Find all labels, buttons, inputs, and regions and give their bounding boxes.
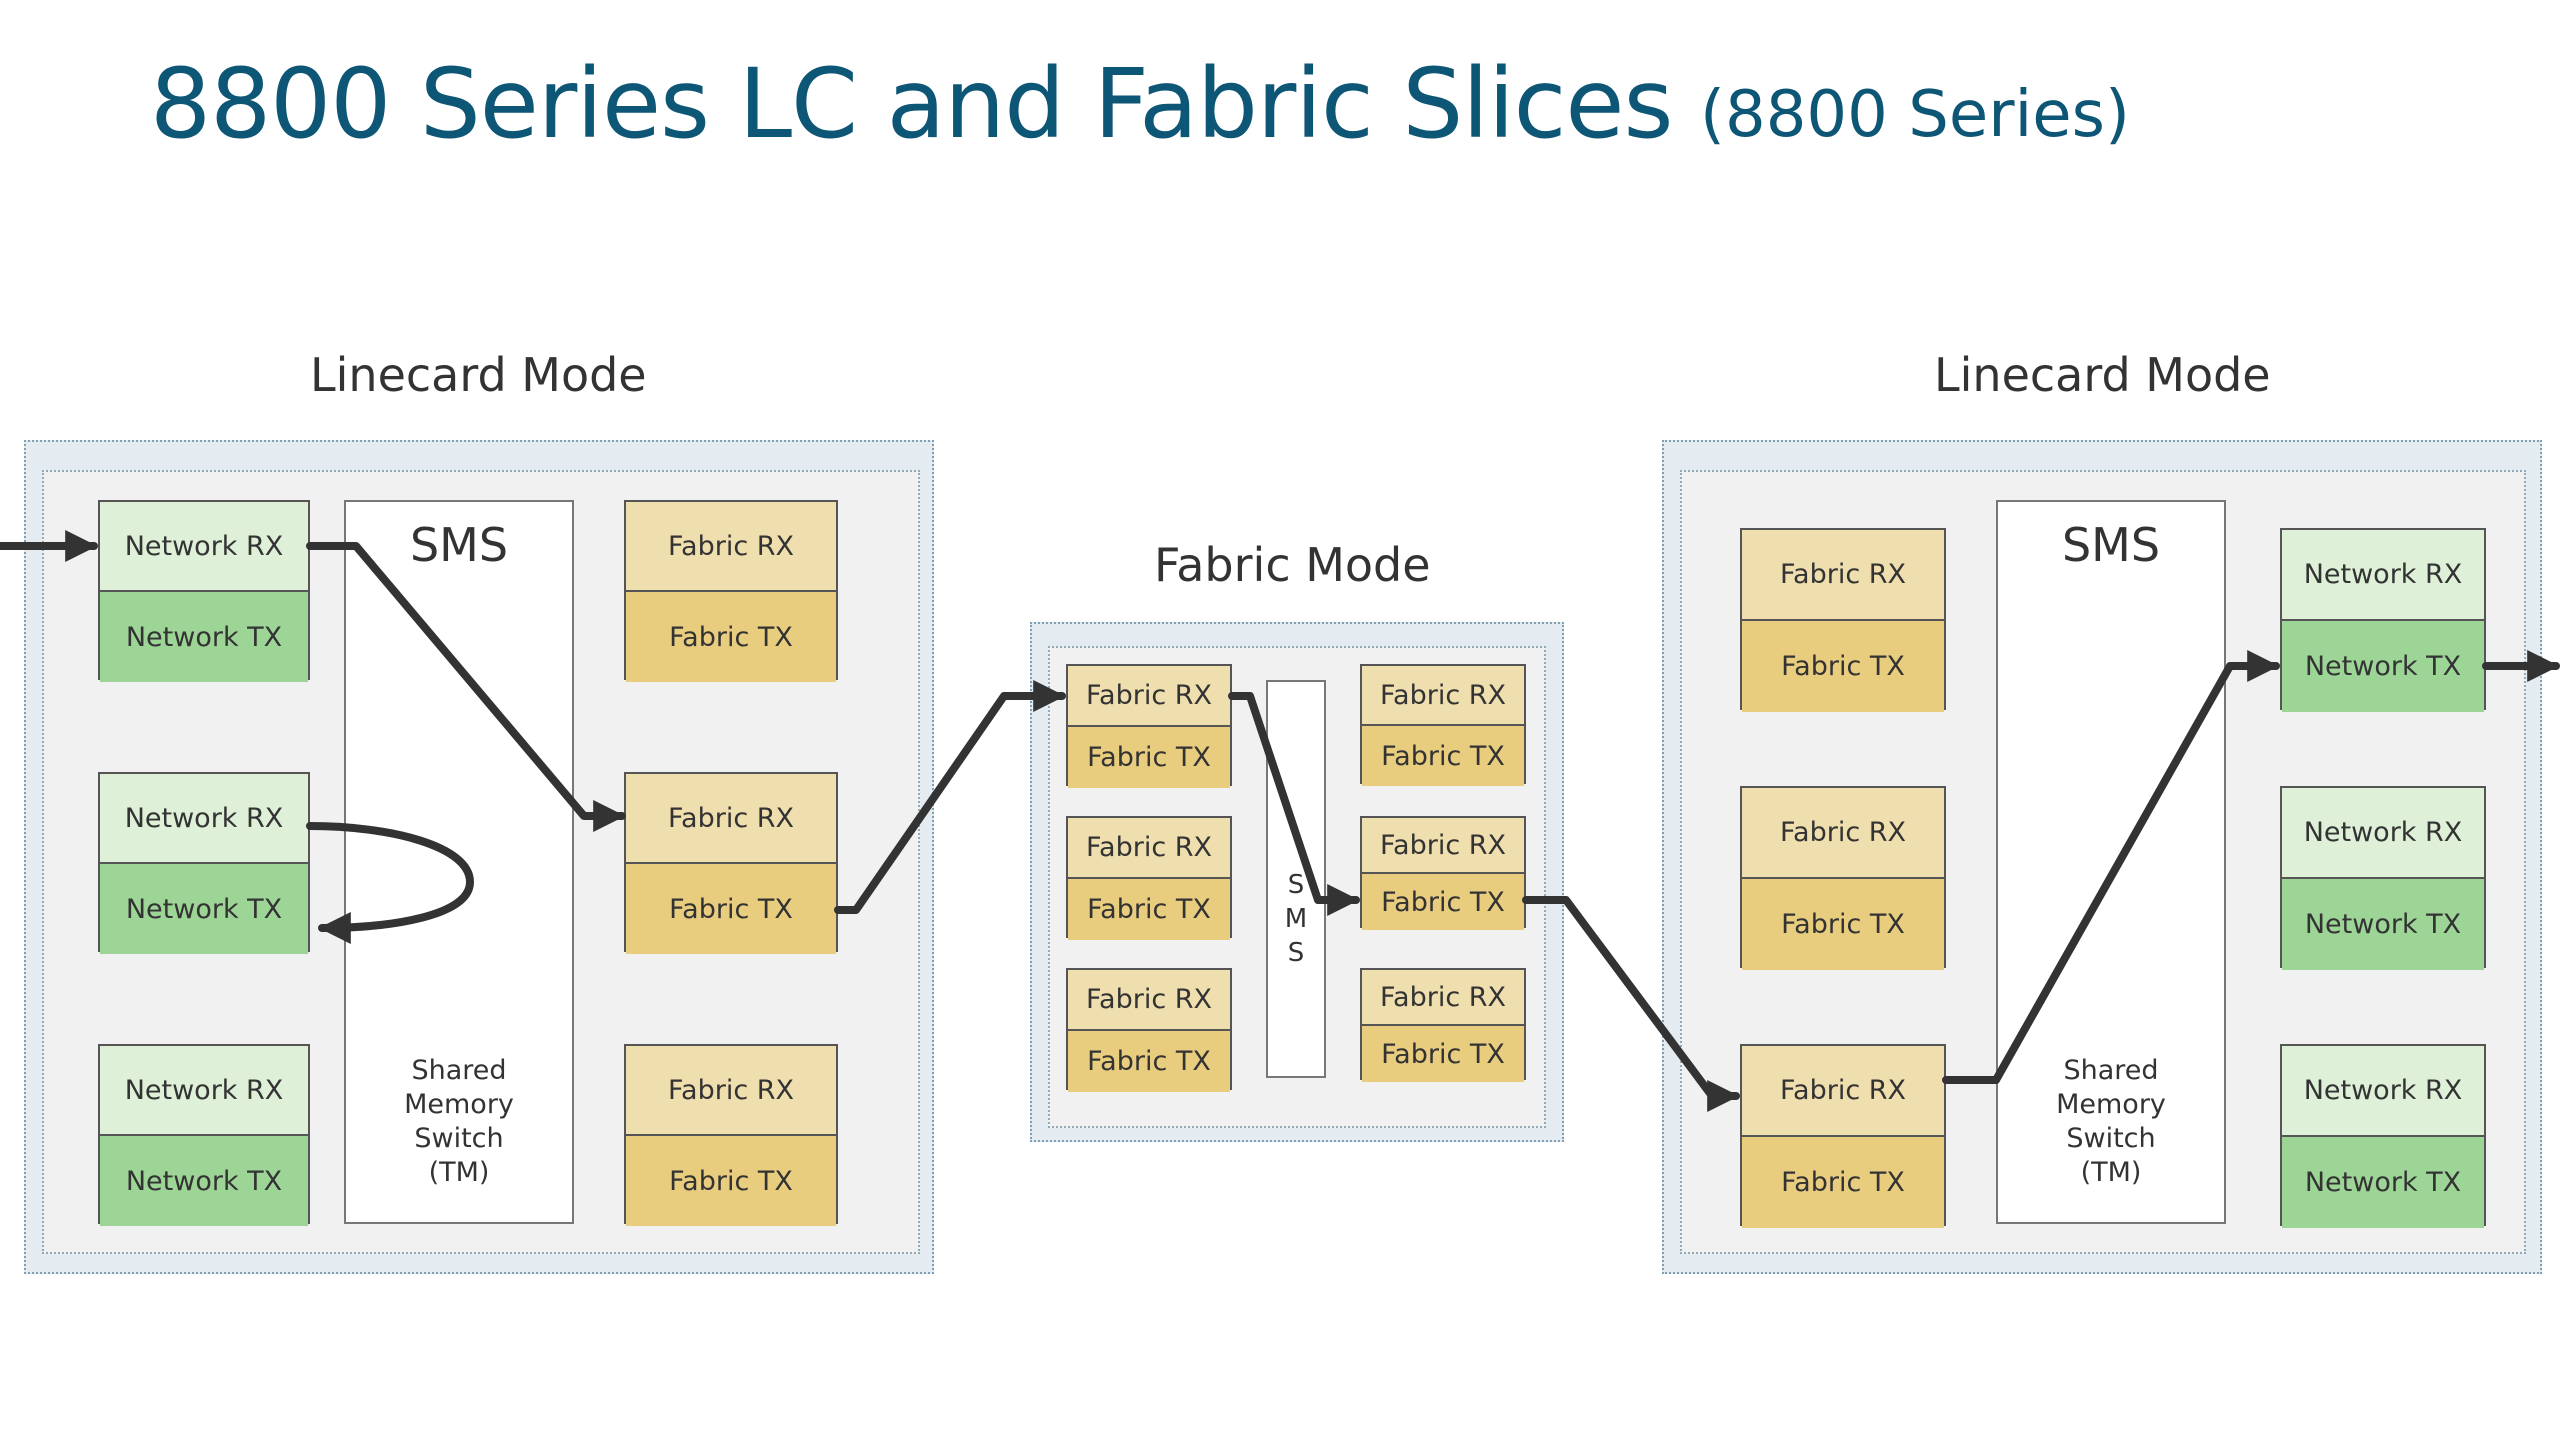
flow-fabric-card-to-linecard xyxy=(1522,896,1740,1112)
fabric-rx: Fabric RX xyxy=(1742,1046,1944,1137)
right-network-slot-1: Network RX Network TX xyxy=(2280,528,2486,712)
network-tx: Network TX xyxy=(2282,1137,2484,1228)
fabric-rx: Fabric RX xyxy=(1362,818,1524,874)
right-sms-label: SMS xyxy=(2061,518,2161,572)
fabric-tx: Fabric TX xyxy=(1742,1137,1944,1228)
fabric-rx: Fabric RX xyxy=(626,502,836,592)
network-tx: Network TX xyxy=(2282,621,2484,712)
flow-fabric-card-crossbar xyxy=(1228,692,1360,916)
fabric-tx: Fabric TX xyxy=(1068,1031,1230,1092)
middle-right-slot-3: Fabric RX Fabric TX xyxy=(1360,968,1526,1082)
fabric-rx: Fabric RX xyxy=(1742,788,1944,879)
right-fabric-slot-1: Fabric RX Fabric TX xyxy=(1740,528,1946,712)
left-fabric-slot-3: Fabric RX Fabric TX xyxy=(624,1044,838,1226)
fabric-tx: Fabric TX xyxy=(1362,726,1524,786)
network-rx: Network RX xyxy=(2282,1046,2484,1137)
middle-right-slot-1: Fabric RX Fabric TX xyxy=(1360,664,1526,786)
page-subtitle: (8800 Series) xyxy=(1700,78,2130,152)
left-fabric-slot-2: Fabric RX Fabric TX xyxy=(624,772,838,954)
flow-net-rx-to-fabric-rx xyxy=(306,542,626,832)
network-rx: Network RX xyxy=(100,1046,308,1136)
left-fabric-slot-1: Fabric RX Fabric TX xyxy=(624,500,838,682)
fabric-rx: Fabric RX xyxy=(1068,666,1230,727)
flow-fabric-tx-to-fabric-card xyxy=(834,680,1066,914)
network-tx: Network TX xyxy=(2282,879,2484,970)
middle-left-slot-1: Fabric RX Fabric TX xyxy=(1066,664,1232,788)
middle-mode-label: Fabric Mode xyxy=(1154,538,1431,592)
fabric-tx: Fabric TX xyxy=(626,864,836,954)
network-tx: Network TX xyxy=(100,1136,308,1226)
right-network-slot-3: Network RX Network TX xyxy=(2280,1044,2486,1228)
left-network-slot-1: Network RX Network TX xyxy=(98,500,310,682)
fabric-rx: Fabric RX xyxy=(1068,818,1230,879)
page-title: 8800 Series LC and Fabric Slices xyxy=(150,48,1673,160)
fabric-tx: Fabric TX xyxy=(1742,621,1944,712)
middle-right-slot-2: Fabric RX Fabric TX xyxy=(1360,816,1526,930)
left-network-slot-3: Network RX Network TX xyxy=(98,1044,310,1226)
right-mode-label: Linecard Mode xyxy=(1934,348,2271,402)
fabric-tx: Fabric TX xyxy=(1068,879,1230,940)
fabric-tx: Fabric TX xyxy=(1068,727,1230,788)
fabric-rx: Fabric RX xyxy=(1068,970,1230,1031)
fabric-rx: Fabric RX xyxy=(1362,970,1524,1026)
network-rx: Network RX xyxy=(100,502,308,592)
fabric-rx: Fabric RX xyxy=(1362,666,1524,726)
network-tx: Network TX xyxy=(100,864,308,954)
fabric-tx: Fabric TX xyxy=(626,1136,836,1226)
network-rx: Network RX xyxy=(2282,530,2484,621)
network-rx: Network RX xyxy=(2282,788,2484,879)
fabric-tx: Fabric TX xyxy=(1362,1026,1524,1082)
flow-local-loopback xyxy=(306,822,474,944)
right-fabric-slot-2: Fabric RX Fabric TX xyxy=(1740,786,1946,970)
middle-left-slot-3: Fabric RX Fabric TX xyxy=(1066,968,1232,1092)
right-fabric-slot-3: Fabric RX Fabric TX xyxy=(1740,1044,1946,1228)
fabric-rx: Fabric RX xyxy=(626,1046,836,1136)
middle-left-slot-2: Fabric RX Fabric TX xyxy=(1066,816,1232,940)
fabric-tx: Fabric TX xyxy=(626,592,836,682)
left-sms-label: SMS xyxy=(409,518,509,572)
network-rx: Network RX xyxy=(100,774,308,864)
left-network-slot-2: Network RX Network TX xyxy=(98,772,310,954)
flow-fabric-rx-to-net-tx xyxy=(1942,650,2280,1084)
left-mode-label: Linecard Mode xyxy=(310,348,647,402)
right-network-slot-2: Network RX Network TX xyxy=(2280,786,2486,970)
network-tx: Network TX xyxy=(100,592,308,682)
fabric-tx: Fabric TX xyxy=(1362,874,1524,930)
fabric-rx: Fabric RX xyxy=(1742,530,1944,621)
fabric-tx: Fabric TX xyxy=(1742,879,1944,970)
fabric-rx: Fabric RX xyxy=(626,774,836,864)
